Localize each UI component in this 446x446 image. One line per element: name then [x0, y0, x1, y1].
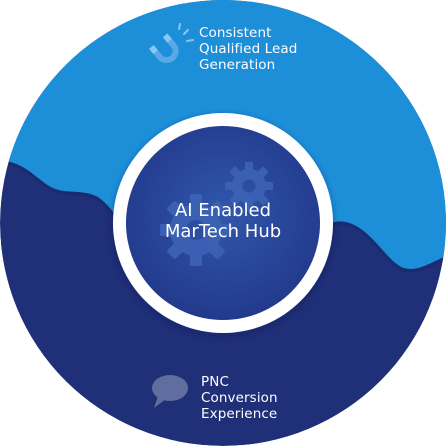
- magnet-icon: [149, 33, 179, 64]
- hub-title-line-1: AI Enabled: [174, 200, 272, 221]
- lead-generation-line-1: Consistent: [199, 25, 272, 41]
- hub-title: AI Enabled MarTech Hub: [123, 200, 323, 242]
- hub-core: [126, 126, 320, 320]
- conversion-experience-line-1: PNC: [201, 374, 229, 390]
- hub-title-line-2: MarTech Hub: [164, 221, 282, 242]
- magnet-spark-icon: [178, 23, 194, 42]
- chat-bubble-icon: [152, 375, 188, 408]
- conversion-experience-label: PNC Conversion Experience: [201, 374, 278, 422]
- lead-generation-label: Consistent Qualified Lead Generation: [199, 25, 297, 73]
- lead-generation-line-3: Generation: [199, 57, 276, 73]
- conversion-experience-line-2: Conversion: [201, 390, 278, 406]
- conversion-experience-line-3: Experience: [201, 406, 278, 422]
- lead-generation-line-2: Qualified Lead: [199, 41, 298, 57]
- gears-icon: [160, 162, 273, 266]
